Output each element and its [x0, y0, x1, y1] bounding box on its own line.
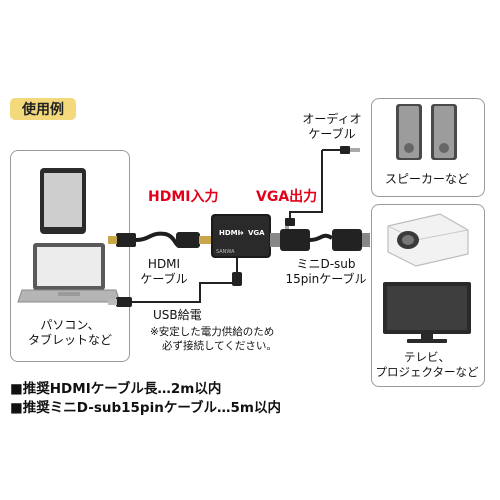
- projector-icon: [387, 213, 469, 267]
- hdmi-cable: [108, 231, 211, 248]
- tv-projector-label: テレビ、 プロジェクターなど: [375, 350, 479, 379]
- svg-text:HDMI: HDMI: [219, 229, 240, 237]
- vga-output-label: VGA出力: [256, 189, 318, 205]
- speakers-label: スピーカーなど: [384, 172, 469, 186]
- note-dsub-length: ■推奨ミニD-sub15pinケーブル…5m以内: [10, 400, 281, 416]
- vga-cable: [270, 229, 370, 251]
- usage-example-badge: 使用例: [10, 98, 76, 120]
- mini-dsub-cable-label: ミニD-sub 15pinケーブル: [285, 257, 367, 286]
- speakers-box: [371, 98, 485, 197]
- pc-tablet-label: パソコン、 タブレットなど: [27, 318, 112, 347]
- usb-cable: [108, 258, 242, 307]
- converter-device: HDMI ➜ VGA SANWA: [211, 214, 271, 258]
- svg-text:VGA: VGA: [248, 229, 265, 237]
- note-hdmi-length: ■推奨HDMIケーブル長…2m以内: [10, 381, 222, 397]
- usb-power-note: ※安定した電力供給のため 必ず接続してください。: [150, 326, 277, 352]
- tablet-icon: [40, 168, 86, 234]
- tv-icon: [383, 282, 471, 343]
- hdmi-cable-label: HDMI ケーブル: [140, 257, 188, 286]
- svg-text:➜: ➜: [238, 229, 244, 237]
- speakers-icon: [396, 104, 457, 160]
- audio-cable-label: オーディオ ケーブル: [302, 112, 362, 141]
- hdmi-input-label: HDMI入力: [148, 189, 219, 205]
- laptop-icon: [17, 243, 121, 303]
- usb-power-label: USB給電: [153, 308, 202, 322]
- audio-cable: [285, 146, 360, 234]
- svg-text:SANWA: SANWA: [216, 249, 235, 255]
